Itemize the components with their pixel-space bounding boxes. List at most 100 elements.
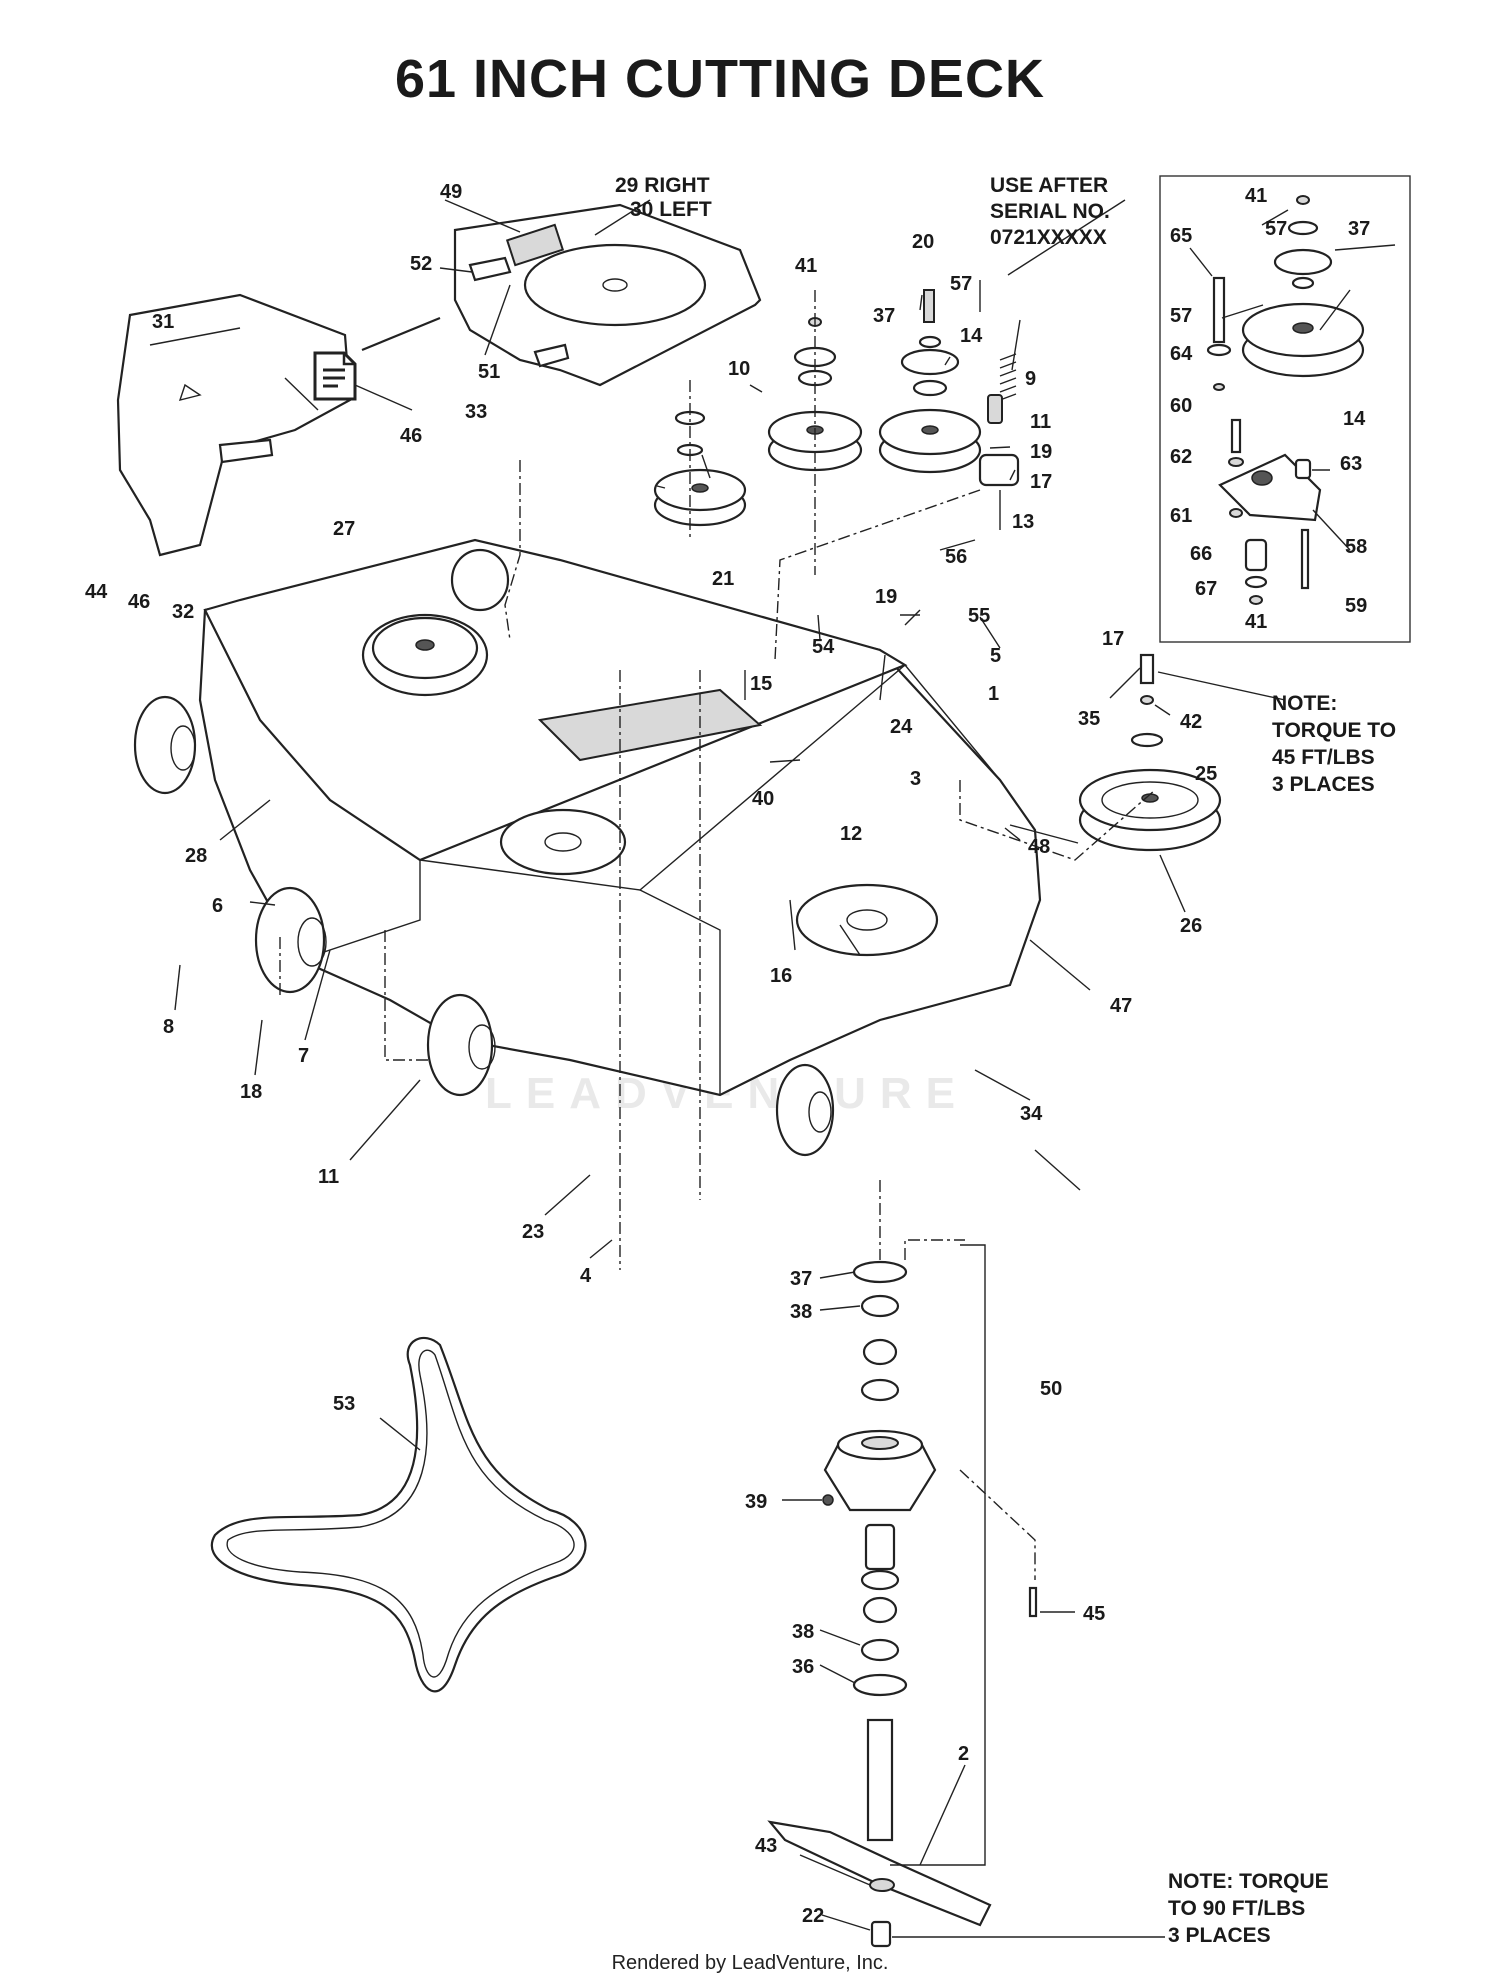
callout: 15 — [750, 673, 772, 695]
torque-note-line: TO 90 FT/LBS — [1168, 1897, 1305, 1920]
callout: 61 — [1170, 505, 1192, 527]
callout: 63 — [1340, 453, 1362, 475]
callout: 46 — [400, 425, 422, 447]
callout: 62 — [1170, 446, 1192, 468]
callout: 12 — [840, 823, 862, 845]
callout: 17 — [1030, 471, 1052, 493]
callout: 9 — [1025, 368, 1036, 390]
callout: 14 — [1343, 408, 1366, 430]
callout: 42 — [1180, 711, 1202, 733]
callout: 26 — [1180, 915, 1202, 937]
callout: 32 — [172, 601, 194, 623]
callout: 56 — [945, 546, 967, 568]
callout: 8 — [163, 1016, 174, 1038]
callout: 13 — [1012, 511, 1034, 533]
callouts: 49 52 51 31 33 46 41 20 57 37 14 10 9 11… — [85, 181, 1370, 1927]
callout: 58 — [1345, 536, 1367, 558]
spindle-assembly — [767, 1260, 1038, 1948]
deck-cover — [453, 203, 762, 387]
callout: 21 — [712, 568, 734, 590]
callout: 4 — [580, 1265, 592, 1287]
callout: 41 — [1245, 185, 1267, 207]
serial-note-line: USE AFTER — [990, 174, 1108, 197]
callout: 19 — [875, 586, 897, 608]
callout: 55 — [968, 605, 990, 627]
callout: 43 — [755, 1835, 777, 1857]
callout: 37 — [790, 1268, 812, 1290]
callout: 17 — [1102, 628, 1124, 650]
callout: 36 — [792, 1656, 814, 1678]
callout: 16 — [770, 965, 792, 987]
callout: 66 — [1190, 543, 1212, 565]
callout: 38 — [790, 1301, 812, 1323]
callout: 57 — [1170, 305, 1192, 327]
callout: 31 — [152, 311, 174, 333]
callout: 50 — [1040, 1378, 1062, 1400]
outside-pulley — [1078, 653, 1222, 852]
callout: 7 — [298, 1045, 309, 1067]
callout: 59 — [1345, 595, 1367, 617]
leader-lines — [174, 199, 1396, 1938]
callout: 11 — [1030, 411, 1051, 433]
callout: 37 — [1348, 218, 1370, 240]
idler-pulleys — [653, 289, 982, 527]
serial-note-line: SERIAL NO. — [990, 200, 1110, 223]
callout: 57 — [950, 273, 972, 295]
callout: 35 — [1078, 708, 1100, 730]
cover-label-line: 30 LEFT — [630, 198, 712, 221]
callout: 51 — [478, 361, 500, 383]
callout: 3 — [910, 768, 921, 790]
drive-belt — [210, 1336, 587, 1693]
gauge-wheels — [133, 548, 835, 1157]
callout: 41 — [1245, 611, 1267, 633]
callout: 67 — [1195, 578, 1217, 600]
callout: 47 — [1110, 995, 1132, 1017]
callout: 27 — [333, 518, 355, 540]
callout: 53 — [333, 1393, 355, 1415]
torque-note-line: NOTE: — [1272, 692, 1337, 715]
torque-note-line: TORQUE TO — [1272, 719, 1396, 742]
callout: 11 — [318, 1166, 339, 1188]
callout: 34 — [1020, 1103, 1043, 1125]
callout: 40 — [752, 788, 774, 810]
callout: 28 — [185, 845, 207, 867]
document-icon[interactable] — [312, 350, 358, 402]
torque-note-line: 3 PLACES — [1272, 773, 1375, 796]
discharge-chute — [116, 293, 441, 557]
callout: 19 — [1030, 441, 1052, 463]
callout: 37 — [873, 305, 895, 327]
torque-note-line: 3 PLACES — [1168, 1924, 1271, 1947]
callout: 22 — [802, 1905, 824, 1927]
serial-note-line: 0721XXXXX — [990, 226, 1107, 249]
callout: 60 — [1170, 395, 1192, 417]
torque-note-line: 45 FT/LBS — [1272, 746, 1375, 769]
callout: 2 — [958, 1743, 969, 1765]
callout: 64 — [1170, 343, 1193, 365]
callout: 14 — [960, 325, 983, 347]
callout: 65 — [1170, 225, 1192, 247]
callout: 52 — [410, 253, 432, 275]
callout: 57 — [1265, 218, 1287, 240]
footer-credit: Rendered by LeadVenture, Inc. — [611, 1952, 889, 1974]
callout: 46 — [128, 591, 150, 613]
callout: 38 — [792, 1621, 814, 1643]
callout: 41 — [795, 255, 817, 277]
torque-note-line: NOTE: TORQUE — [1168, 1870, 1329, 1893]
callout: 1 — [988, 683, 999, 705]
callout: 48 — [1028, 836, 1050, 858]
callout: 44 — [85, 581, 108, 603]
callout: 6 — [212, 895, 223, 917]
centre-lines — [279, 290, 1156, 1866]
callout: 24 — [890, 716, 913, 738]
callout: 33 — [465, 401, 487, 423]
tension-spring — [978, 353, 1020, 487]
callout: 5 — [990, 645, 1001, 667]
callout: 54 — [812, 636, 835, 658]
cover-label-line: 29 RIGHT — [615, 174, 710, 197]
deck-pulley — [361, 613, 489, 697]
callout: 39 — [745, 1491, 767, 1513]
serial-inset — [1159, 175, 1411, 643]
callout: 49 — [440, 181, 462, 203]
